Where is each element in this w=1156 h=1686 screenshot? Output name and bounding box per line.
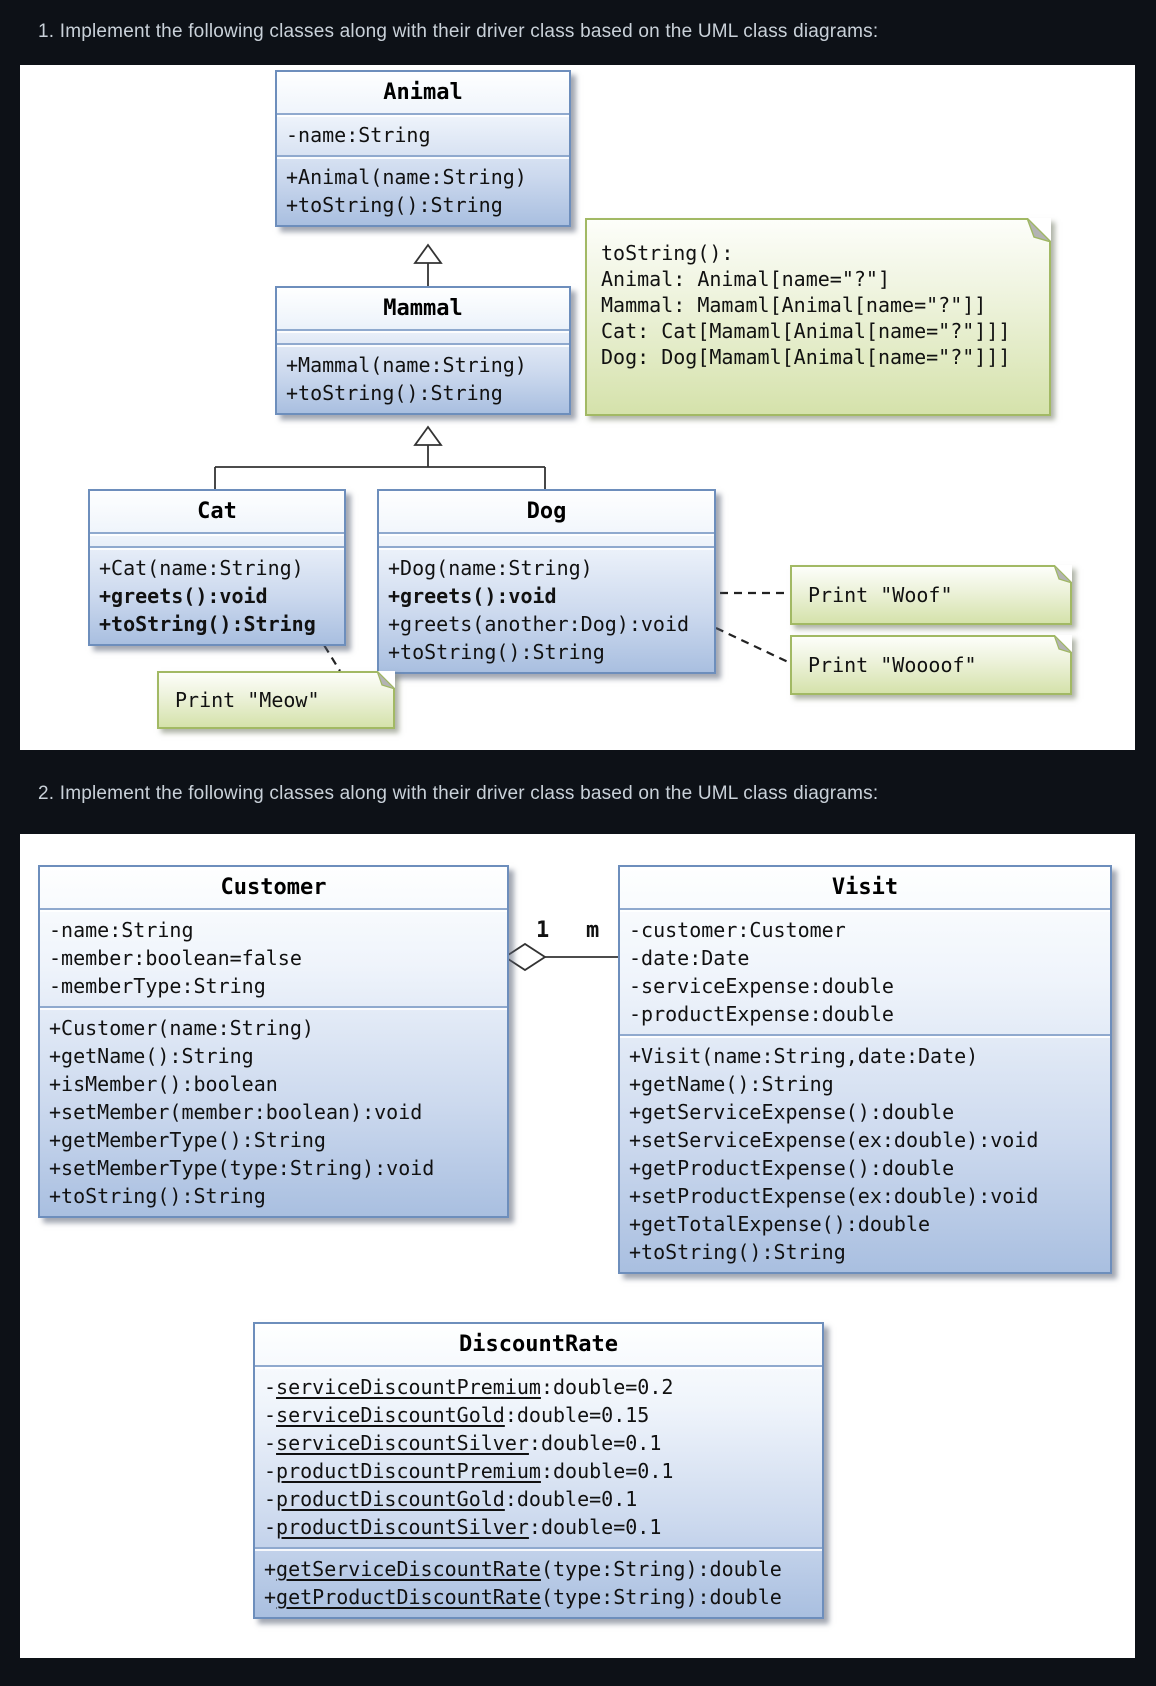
note-line: Mammal: Mamaml[Animal[name="?"]]: [601, 293, 987, 317]
attributes-section-empty: [90, 532, 344, 546]
attribute: -serviceDiscountSilver:double=0.1: [264, 1431, 662, 1455]
class-box-customer: Customer -name:String -member:boolean=fa…: [38, 865, 509, 1218]
method: +toString():String: [99, 612, 316, 636]
attributes-section: -serviceDiscountPremium:double=0.2 -serv…: [255, 1365, 822, 1547]
class-title: Animal: [383, 80, 463, 105]
note-meow: Print "Meow": [157, 671, 395, 729]
note-text: Print "Meow": [175, 688, 320, 712]
method: +Mammal(name:String): [286, 353, 527, 377]
multiplicity-many: m: [586, 918, 600, 943]
method: +Cat(name:String): [99, 556, 304, 580]
method: +toString():String: [286, 193, 503, 217]
method: +isMember():boolean: [49, 1072, 278, 1096]
method: +toString():String: [286, 381, 503, 405]
methods-section: +Animal(name:String) +toString():String: [277, 155, 569, 225]
method: +toString():String: [388, 640, 605, 664]
attributes-section: -name:String: [277, 113, 569, 155]
method: +getName():String: [629, 1072, 834, 1096]
note-fold-icon: [1027, 218, 1051, 242]
note-woooof: Print "Woooof": [790, 635, 1072, 695]
method: +getName():String: [49, 1044, 254, 1068]
multiplicity-one: 1: [536, 918, 550, 943]
attribute: -name:String: [49, 918, 194, 942]
note-tostring: toString(): Animal: Animal[name="?"] Mam…: [585, 218, 1051, 416]
note-line: Dog: Dog[Mamaml[Animal[name="?"]]]: [601, 345, 1011, 369]
attributes-section-empty: [277, 329, 569, 343]
methods-section: +Cat(name:String) +greets():void +toStri…: [90, 546, 344, 644]
method: +Animal(name:String): [286, 165, 527, 189]
attribute: -memberType:String: [49, 974, 266, 998]
attribute: -member:boolean=false: [49, 946, 302, 970]
method: +toString():String: [629, 1240, 846, 1264]
method: +Visit(name:String,date:Date): [629, 1044, 979, 1068]
method: +setServiceExpense(ex:double):void: [629, 1128, 1039, 1152]
method: +getProductExpense():double: [629, 1156, 955, 1180]
method: +getServiceDiscountRate(type:String):dou…: [264, 1557, 782, 1581]
attribute: -date:Date: [629, 946, 750, 970]
methods-section: +Mammal(name:String) +toString():String: [277, 343, 569, 413]
method: +getServiceExpense():double: [629, 1100, 955, 1124]
class-box-dog: Dog +Dog(name:String) +greets():void +gr…: [377, 489, 716, 674]
attributes-section: -customer:Customer -date:Date -serviceEx…: [620, 908, 1110, 1034]
note-text: Print "Woof": [808, 583, 953, 607]
note-fold-icon: [1054, 565, 1072, 583]
diagram-2-panel: 1 m Customer -name:String -member:boolea…: [20, 834, 1135, 1658]
class-title: Dog: [526, 499, 567, 524]
note-fold-icon: [1054, 635, 1072, 653]
attributes-section: -name:String -member:boolean=false -memb…: [40, 908, 507, 1006]
task-1-heading: 1. Implement the following classes along…: [38, 21, 879, 42]
methods-section: +getServiceDiscountRate(type:String):dou…: [255, 1547, 822, 1617]
method: +setMemberType(type:String):void: [49, 1156, 435, 1180]
class-title: Visit: [831, 875, 899, 900]
diagram-1-panel: Animal -name:String +Animal(name:String)…: [20, 65, 1135, 750]
attribute: -serviceDiscountGold:double=0.15: [264, 1403, 650, 1427]
class-box-animal: Animal -name:String +Animal(name:String)…: [275, 70, 571, 227]
class-box-discountrate: DiscountRate -serviceDiscountPremium:dou…: [253, 1322, 824, 1619]
note-woof: Print "Woof": [790, 565, 1072, 625]
attribute: -productDiscountGold:double=0.1: [264, 1487, 638, 1511]
method: +getProductDiscountRate(type:String):dou…: [264, 1585, 782, 1609]
method: +getTotalExpense():double: [629, 1212, 931, 1236]
attribute: -productDiscountSilver:double=0.1: [264, 1515, 662, 1539]
methods-section: +Dog(name:String) +greets():void +greets…: [379, 546, 714, 672]
task-2-heading: 2. Implement the following classes along…: [38, 783, 879, 804]
attribute: -name:String: [286, 123, 431, 147]
attributes-section-empty: [379, 532, 714, 546]
class-title: Cat: [197, 499, 237, 524]
method: +Dog(name:String): [388, 556, 593, 580]
class-title: Mammal: [383, 296, 463, 321]
method: +getMemberType():String: [49, 1128, 326, 1152]
class-box-mammal: Mammal +Mammal(name:String) +toString():…: [275, 286, 571, 415]
note-fold-icon: [377, 671, 395, 689]
attribute: -productDiscountPremium:double=0.1: [264, 1459, 674, 1483]
attribute: -customer:Customer: [629, 918, 846, 942]
method: +greets():void: [388, 584, 557, 608]
method: +greets(another:Dog):void: [388, 612, 690, 636]
class-title: Customer: [220, 875, 327, 900]
method: +setMember(member:boolean):void: [49, 1100, 423, 1124]
class-title: DiscountRate: [459, 1332, 618, 1357]
methods-section: +Customer(name:String) +getName():String…: [40, 1006, 507, 1216]
attribute: -serviceExpense:double: [629, 974, 894, 998]
methods-section: +Visit(name:String,date:Date) +getName()…: [620, 1034, 1110, 1272]
attribute: -serviceDiscountPremium:double=0.2: [264, 1375, 674, 1399]
note-line: Animal: Animal[name="?"]: [601, 267, 890, 291]
attribute: -productExpense:double: [629, 1002, 894, 1026]
note-text: Print "Woooof": [808, 653, 977, 677]
method: +toString():String: [49, 1184, 266, 1208]
note-line: Cat: Cat[Mamaml[Animal[name="?"]]]: [601, 319, 1011, 343]
method: +greets():void: [99, 584, 268, 608]
class-box-visit: Visit -customer:Customer -date:Date -ser…: [618, 865, 1112, 1274]
method: +Customer(name:String): [49, 1016, 314, 1040]
note-line: toString():: [601, 241, 734, 265]
class-box-cat: Cat +Cat(name:String) +greets():void +to…: [88, 489, 346, 646]
method: +setProductExpense(ex:double):void: [629, 1184, 1039, 1208]
